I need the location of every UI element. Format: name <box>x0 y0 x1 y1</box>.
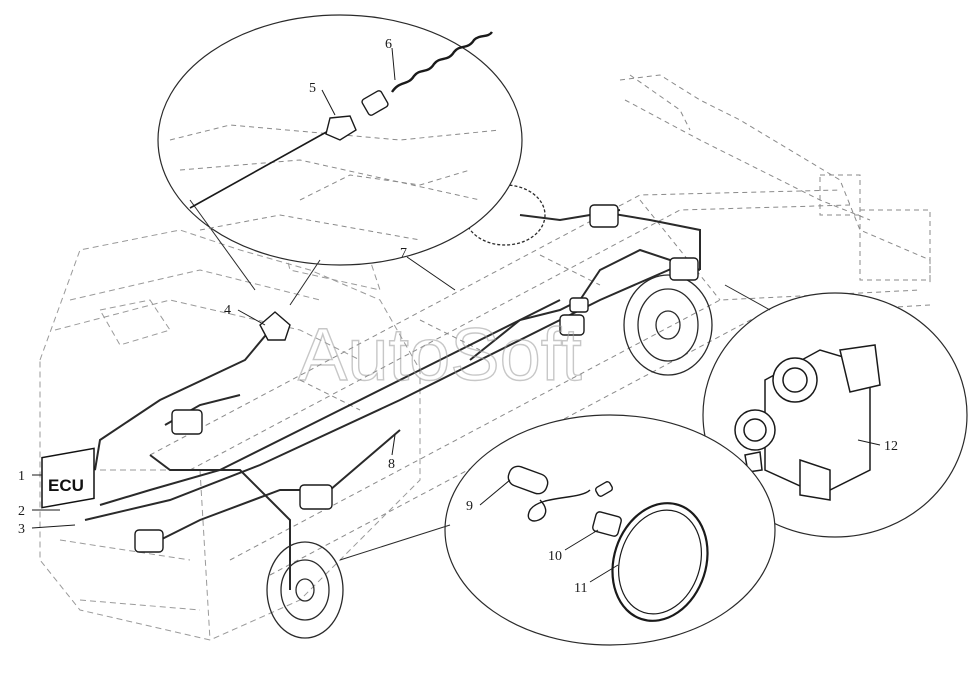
callout-7: 7 <box>400 246 407 261</box>
callout-4: 4 <box>224 303 231 318</box>
sensor-plug <box>594 481 614 497</box>
watermark: AutoSoft <box>298 313 582 396</box>
detail-inset-bottom <box>339 414 776 646</box>
clamping-bush-10 <box>592 511 622 537</box>
coiled-cable-6 <box>391 31 493 93</box>
callout-10: 10 <box>548 549 562 564</box>
leader-lines <box>31 47 881 583</box>
callout-3: 3 <box>18 522 25 537</box>
sensor-connector <box>361 90 389 116</box>
callout-11: 11 <box>574 581 587 596</box>
pole-wheel-11 <box>611 502 709 622</box>
sensor-lead <box>527 489 591 522</box>
cab-outline <box>39 229 421 641</box>
callout-8: 8 <box>388 457 395 472</box>
callout-numbers: 1 2 3 4 5 6 7 8 9 10 11 12 <box>18 37 898 596</box>
wheel-sensor-4 <box>259 311 291 341</box>
wheel-speed-sensor-9 <box>507 465 549 495</box>
detail-inset-right <box>702 284 968 538</box>
callout-5: 5 <box>309 81 316 96</box>
ecu-unit: ECU <box>41 447 95 509</box>
callout-6: 6 <box>385 37 392 52</box>
callout-12: 12 <box>884 439 898 454</box>
callout-9: 9 <box>466 499 473 514</box>
callout-1: 1 <box>18 469 25 484</box>
modulator-valves <box>134 204 699 553</box>
abs-modulator-valve-12 <box>734 344 881 501</box>
ecu-label: ECU <box>48 476 84 495</box>
detail-inset-top <box>157 14 523 306</box>
sensor-socket-5 <box>325 115 357 141</box>
callout-2: 2 <box>18 504 25 519</box>
abs-wiring-harness <box>84 209 701 590</box>
